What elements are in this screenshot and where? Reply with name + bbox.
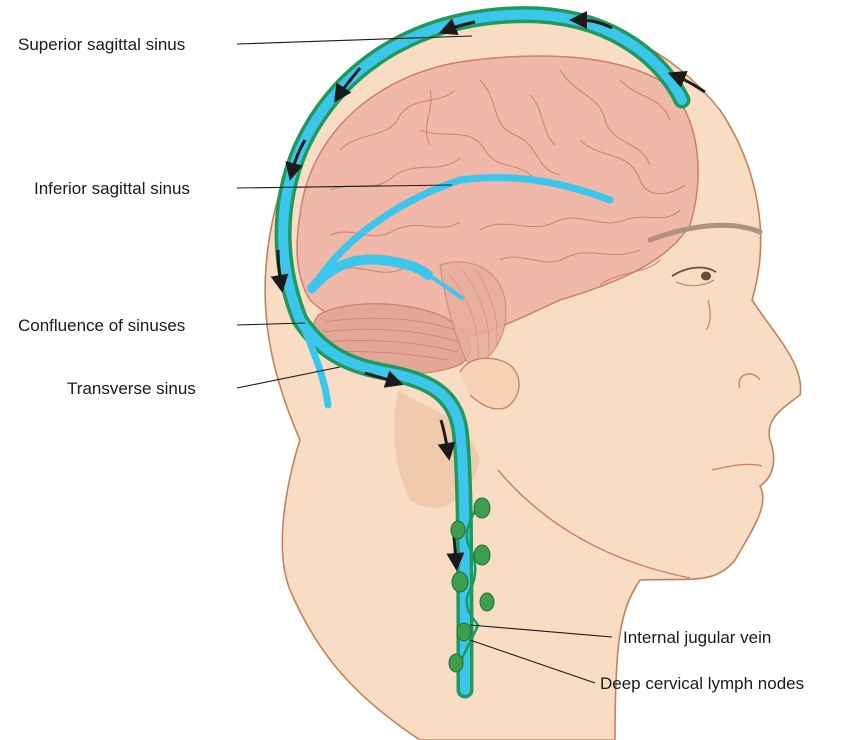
lymph-node [449,654,463,672]
lymph-node [474,498,490,518]
lymph-node [451,521,465,539]
label-transverse-sinus: Transverse sinus [67,379,196,398]
label-superior-sagittal-sinus: Superior sagittal sinus [18,35,185,54]
label-internal-jugular-vein: Internal jugular vein [623,628,771,647]
eye-iris [701,272,711,281]
label-confluence-of-sinuses: Confluence of sinuses [18,316,185,335]
lymph-node [474,545,490,565]
lymph-node [452,572,468,592]
label-inferior-sagittal-sinus: Inferior sagittal sinus [34,179,190,198]
lymph-node [457,623,471,641]
label-deep-cervical-lymph-nodes: Deep cervical lymph nodes [600,674,804,693]
lymph-node [480,593,494,611]
